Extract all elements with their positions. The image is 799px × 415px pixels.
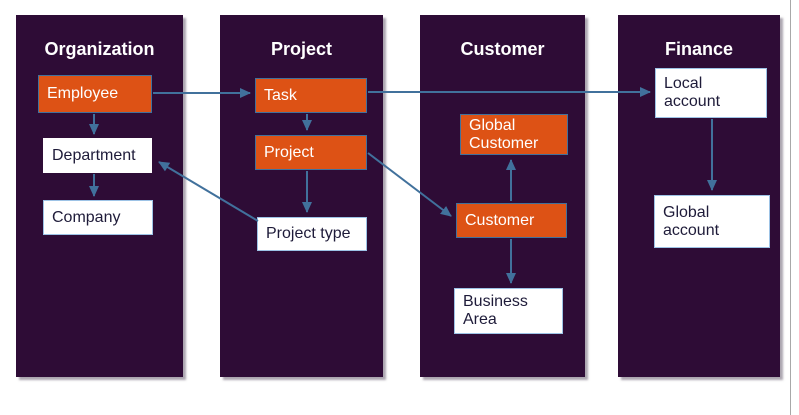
node-company: Company	[43, 200, 153, 235]
node-project: Project	[255, 135, 367, 170]
node-employee: Employee	[38, 75, 152, 113]
slide-edge-line	[790, 0, 791, 415]
panel-title-project: Project	[270, 39, 333, 59]
node-global-account: Global account	[654, 195, 770, 248]
panel-title-organization: Organization	[44, 39, 155, 59]
node-customer: Customer	[456, 203, 567, 238]
node-department: Department	[43, 138, 152, 173]
node-global-customer: Global Customer	[460, 114, 568, 155]
panel-project: Project Task Project Project type	[220, 15, 383, 377]
panel-finance: Finance Local account Global account	[618, 15, 780, 377]
node-local-account: Local account	[655, 68, 767, 118]
panel-customer: Customer Global Customer Customer Busine…	[420, 15, 585, 377]
node-task: Task	[255, 78, 367, 113]
panel-organization: Organization Employee Department Company	[16, 15, 183, 377]
node-project-type: Project type	[257, 217, 367, 251]
node-business-area: Business Area	[454, 288, 563, 334]
panel-title-customer: Customer	[460, 39, 545, 59]
panel-title-finance: Finance	[664, 39, 734, 59]
